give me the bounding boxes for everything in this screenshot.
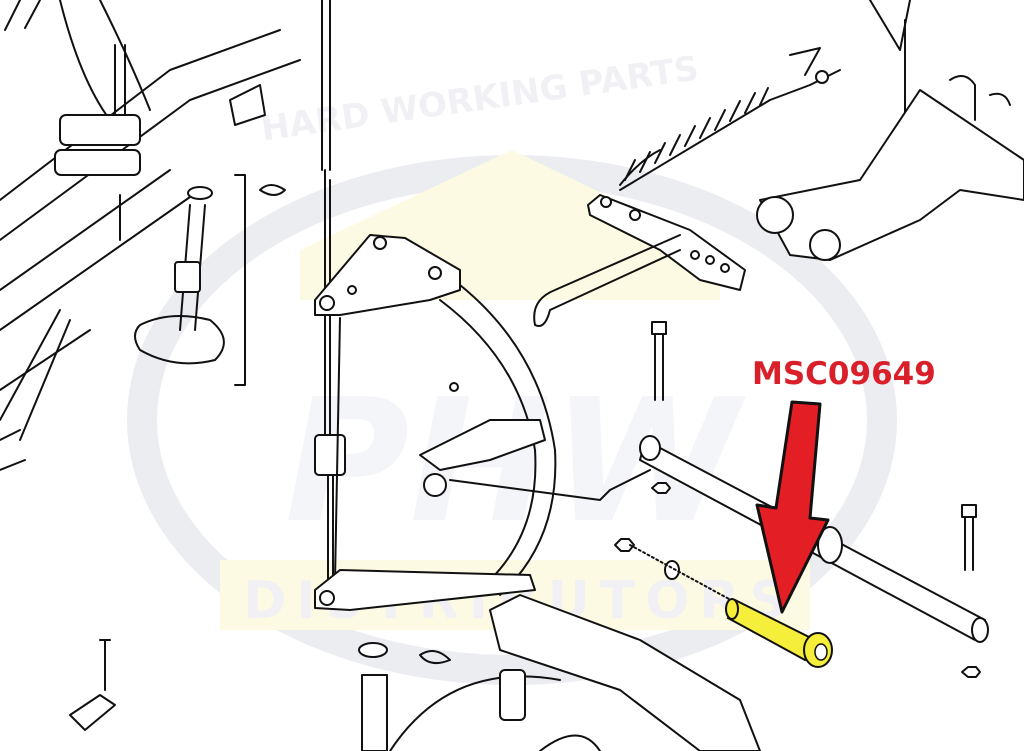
post-assembly [134,174,286,386]
part-number-label: MSC09649 [752,356,936,392]
spring-assembly [533,47,841,327]
pointer-arrow-icon [755,400,830,614]
svg-text:HARD WORKING PARTS: HARD WORKING PARTS [259,48,702,149]
highlighted-pin-msc09649[interactable] [725,598,833,668]
lower-arm [389,594,761,751]
right-frame [756,0,1024,261]
pivot-bracket [314,234,651,611]
hardware [69,321,981,731]
left-frame [0,0,301,471]
